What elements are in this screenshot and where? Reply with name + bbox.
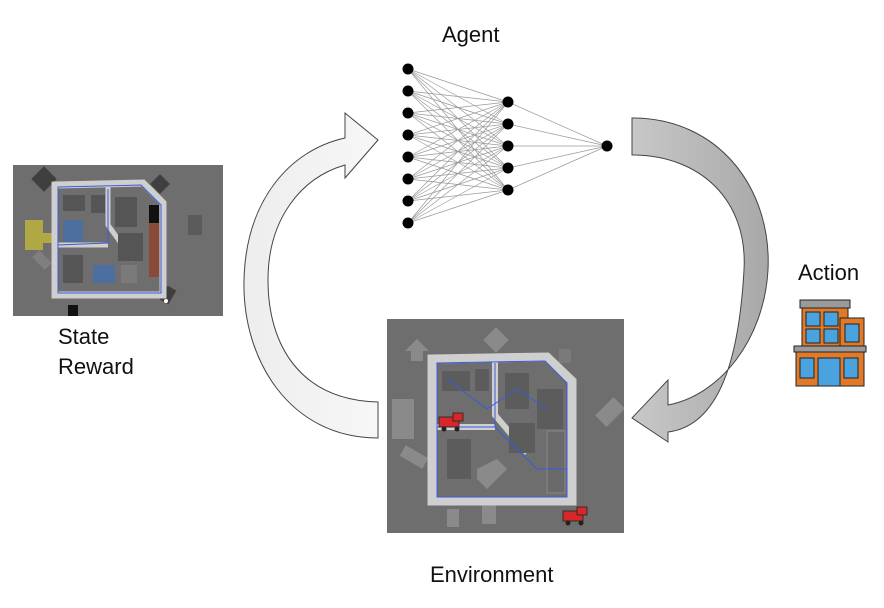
network-edge: [407, 101, 509, 180]
network-node: [402, 151, 414, 163]
network-node: [502, 96, 514, 108]
network-node: [402, 85, 414, 97]
agent-label: Agent: [442, 22, 500, 47]
network-edge: [407, 189, 509, 224]
fire-truck-icon: [562, 506, 588, 526]
network-edge: [507, 145, 608, 191]
network-edge: [407, 101, 509, 136]
network-edge: [407, 123, 509, 224]
network-node: [502, 162, 514, 174]
network-edge: [407, 101, 509, 224]
network-edge: [407, 167, 509, 224]
network-node: [601, 140, 613, 152]
network-node: [402, 173, 414, 185]
network-edges: [407, 68, 608, 224]
environment-map-graphic: [387, 319, 625, 533]
network-edge: [407, 90, 509, 103]
fire-truck-icon: [438, 412, 464, 432]
state-label: State: [58, 324, 110, 349]
network-edge: [507, 145, 608, 169]
network-edge: [507, 123, 608, 147]
network-node: [402, 217, 414, 229]
network-node: [502, 118, 514, 130]
reward-label: Reward: [58, 354, 134, 379]
environment-map: [387, 319, 625, 533]
state-arrow: [243, 111, 379, 439]
environment-label: Environment: [430, 562, 554, 587]
network-node: [402, 63, 414, 75]
network-node: [402, 129, 414, 141]
network-edge: [407, 145, 509, 224]
network-edge: [407, 68, 509, 103]
network-node: [502, 184, 514, 196]
network-node: [502, 140, 514, 152]
action-arrow: [631, 117, 769, 443]
network-edge: [507, 101, 608, 147]
action-label: Action: [798, 260, 860, 285]
network-nodes: [402, 63, 613, 229]
state-map: [13, 165, 223, 316]
network-edge: [407, 101, 509, 158]
network-edge: [407, 101, 509, 114]
state-map-graphic: [13, 165, 223, 316]
network-node: [402, 195, 414, 207]
network-edge: [407, 101, 509, 202]
network-node: [402, 107, 414, 119]
